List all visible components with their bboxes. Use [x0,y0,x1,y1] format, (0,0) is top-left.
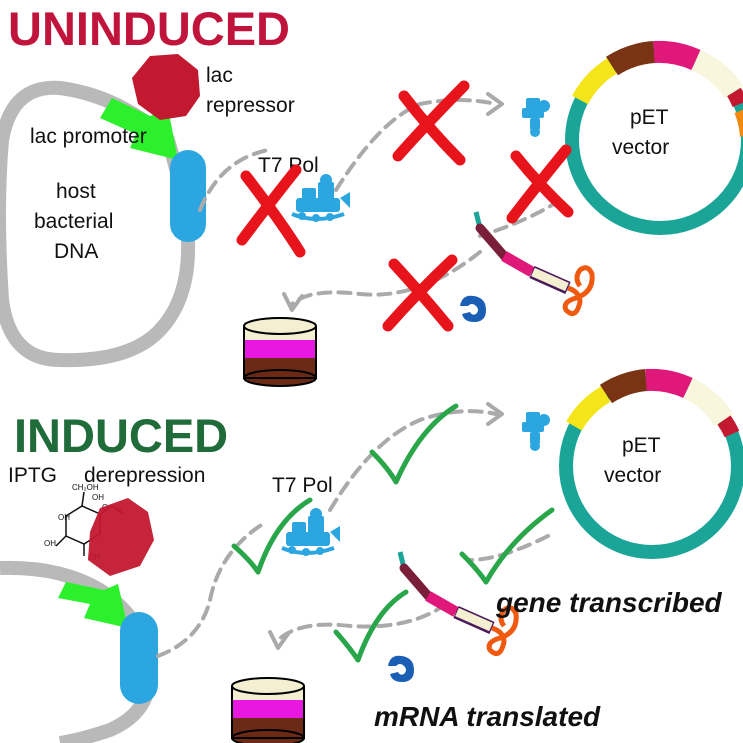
t7-polymerase-icon [522,412,550,451]
x-mark-icon [236,164,306,258]
host-bacterial-dna [0,80,196,368]
host-dna-label: host [56,180,96,203]
checkmark-icon [369,403,459,485]
pet-vector-label: pET [622,434,661,457]
t7-pol-label: T7 Pol [272,474,333,497]
x-mark-icon [392,80,470,166]
arrowhead [486,92,504,116]
arrowhead [282,292,304,312]
dashed-arrow-pol-to-vector [328,409,498,512]
iptg-label: IPTG [8,464,57,487]
induced-title: INDUCED [14,409,228,462]
arrowhead [268,630,290,650]
checkmark-icon [231,497,313,575]
molecule-label: OH [44,539,56,548]
molecule-label: CH₂OH [72,483,99,492]
protein-pellet-icon [231,677,305,743]
uninduced-title: UNINDUCED [8,2,290,55]
lac-promoter-shape [58,582,128,628]
molecule-label: OH [58,513,70,522]
mrna-icon [476,212,592,314]
derepression-label: derepression [84,464,205,487]
checkmark-icon [333,589,409,663]
x-mark-icon [506,144,574,224]
host-gene-shape [120,612,158,704]
dashed-arrow-mrna-to-pellet [290,250,482,306]
lac-repressor-shape [132,54,200,120]
dashed-arrow-gene-to-pol [198,148,270,212]
t7-polymerase-icon [522,98,550,137]
mrna-translated-label: mRNA translated [374,701,601,732]
gene-transcribed-label: gene transcribed [495,587,723,618]
host-dna-label-line2: bacterial [34,210,113,233]
lac-repressor-label-line2: repressor [206,94,295,117]
dashed-arrow-mrna-to-pellet [276,602,448,642]
protein-pellet-icon [243,317,317,387]
molecule-label: OH [92,493,104,502]
host-dna-label-line3: DNA [54,240,98,263]
pet-vector-label-line2: vector [612,136,669,159]
pet-vector-label-line2: vector [604,464,661,487]
host-gene-shape [170,150,206,242]
ribosome-icon [460,295,486,322]
lac-repressor-label: lac [206,64,233,87]
lac-promoter-label: lac promoter [30,125,147,148]
plasmid-icon [565,40,743,235]
lac-repressor-shape [88,498,154,576]
t7-pol-label: T7 Pol [258,154,319,177]
plasmid-icon [559,368,743,559]
checkmark-icon [459,507,555,585]
dashed-arrow-gene-to-pol [156,520,268,658]
x-mark-icon [382,254,458,332]
arrowhead [486,402,504,426]
pet-vector-label: pET [630,106,669,129]
ribosome-icon [388,655,414,682]
